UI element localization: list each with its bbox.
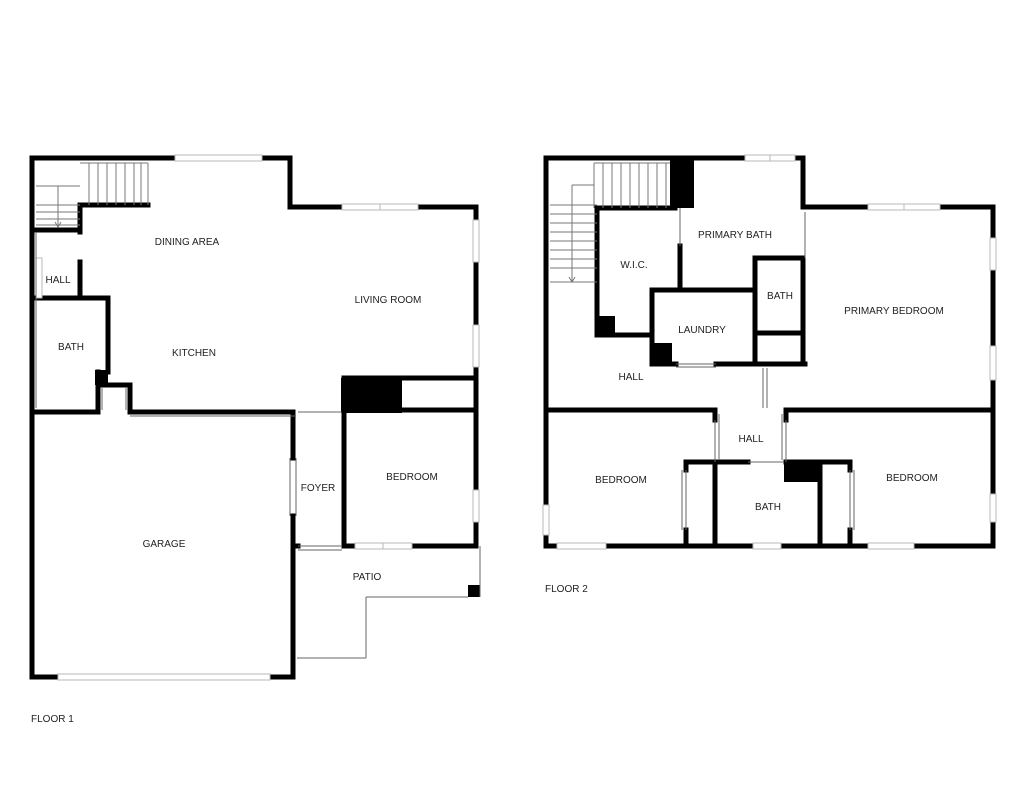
floor-1-windows <box>35 154 480 681</box>
floor-2-walls <box>543 155 996 549</box>
wic-corner-block <box>597 316 615 336</box>
floor-2-windows <box>542 154 997 550</box>
room-label-bedroom-left: BEDROOM <box>595 475 647 486</box>
floor-1-plan: DINING AREA HALL LIVING ROOM BATH KITCHE… <box>29 154 481 725</box>
closet-block <box>341 378 402 413</box>
room-label-kitchen: KITCHEN <box>172 348 216 359</box>
room-label-bedroom-right: BEDROOM <box>886 473 938 484</box>
floor-2-thin-lines <box>676 208 855 530</box>
room-label-primary-bath: PRIMARY BATH <box>698 230 772 241</box>
room-label-hall-upper: HALL <box>618 372 643 383</box>
floor-2-stairs <box>550 162 670 283</box>
floor-1-caption: FLOOR 1 <box>31 714 74 725</box>
room-label-bedroom: BEDROOM <box>386 472 438 483</box>
room-label-hall-lower: HALL <box>738 434 763 445</box>
floor-2-plan: PRIMARY BATH W.I.C. BATH PRIMARY BEDROOM… <box>542 154 997 595</box>
room-label-bath-lower: BATH <box>755 502 781 513</box>
room-label-primary-bedroom: PRIMARY BEDROOM <box>844 306 944 317</box>
floor-2-caption: FLOOR 2 <box>545 584 588 595</box>
room-label-dining-area: DINING AREA <box>155 237 220 248</box>
room-label-bath-upper: BATH <box>767 291 793 302</box>
room-label-laundry: LAUNDRY <box>678 325 726 336</box>
chase-block <box>670 158 694 208</box>
room-label-foyer: FOYER <box>301 483 335 494</box>
room-label-wic: W.I.C. <box>620 260 647 271</box>
laundry-corner-block <box>652 343 672 365</box>
post-block <box>468 585 480 597</box>
floor-1-walls <box>29 155 479 680</box>
room-label-garage: GARAGE <box>143 539 186 550</box>
room-label-living-room: LIVING ROOM <box>355 295 422 306</box>
bath-corner-block <box>784 462 820 482</box>
room-label-bath: BATH <box>58 342 84 353</box>
room-label-patio: PATIO <box>353 572 382 583</box>
floor-1-thin-lines <box>35 232 481 659</box>
column-block <box>95 370 108 385</box>
room-label-hall: HALL <box>45 275 70 286</box>
floor-1-stairs <box>36 162 149 228</box>
